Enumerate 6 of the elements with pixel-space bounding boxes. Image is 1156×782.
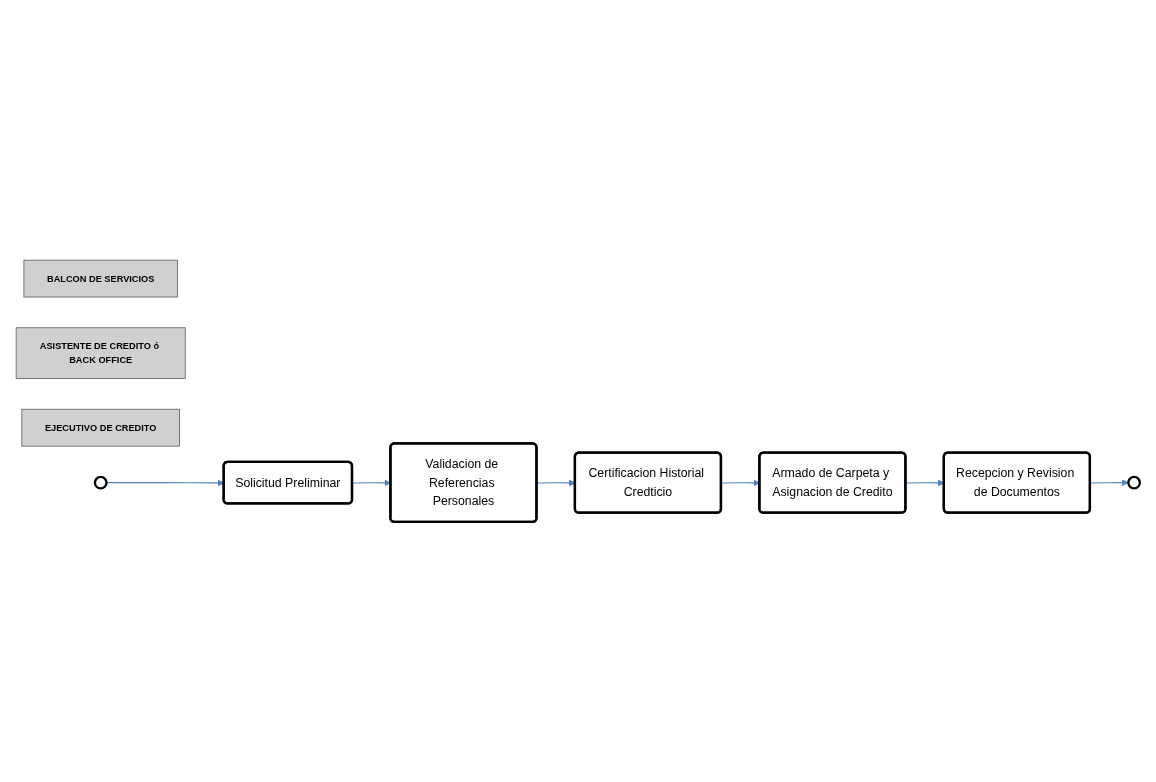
arrow [1089, 479, 1129, 487]
node-box: BALCON DE SERVICIOS [23, 259, 178, 298]
node-circle [93, 475, 108, 490]
node-box: ASISTENTE DE CREDITO ó BACK OFFICE [15, 327, 186, 379]
node-circle [1127, 475, 1141, 490]
node-box: EJECUTIVO DE CREDITO [21, 408, 180, 447]
